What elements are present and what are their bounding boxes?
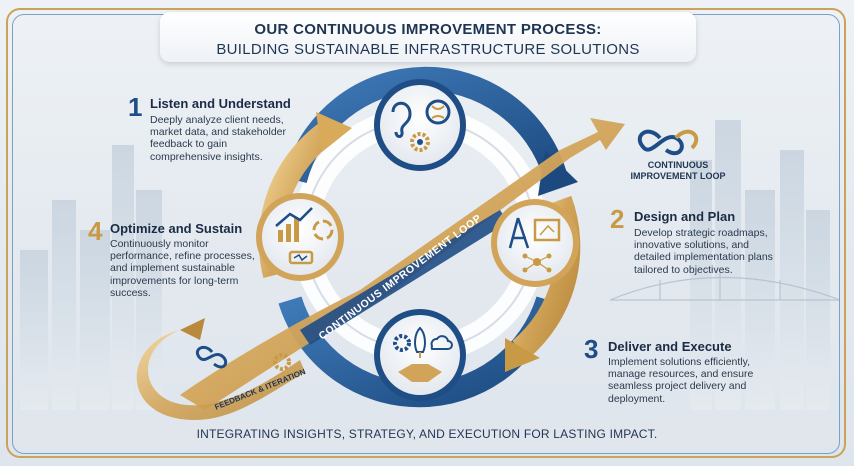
step-3: 3 Deliver and Execute Implement solution… bbox=[584, 334, 804, 406]
desc-line: detailed implementation plans bbox=[634, 251, 773, 264]
continuous-loop-logo-icon bbox=[637, 129, 699, 156]
recycle-icon bbox=[312, 219, 334, 241]
infinity-icon bbox=[195, 345, 228, 369]
desc-line: improvements for long-term bbox=[110, 274, 239, 287]
step-1: 1 Listen and Understand Deeply analyze c… bbox=[128, 92, 308, 164]
header-banner: OUR CONTINUOUS IMPROVEMENT PROCESS: BUIL… bbox=[160, 12, 696, 62]
desc-line: Continuously monitor bbox=[110, 238, 209, 250]
desc-line: comprehensive insights. bbox=[150, 150, 263, 163]
desc-line: and implement sustainable bbox=[110, 262, 235, 275]
logo-label-line: IMPROVEMENT LOOP bbox=[630, 171, 726, 181]
step-description: Deeply analyze client needs, market data… bbox=[150, 114, 286, 163]
logo-label: CONTINUOUS IMPROVEMENT LOOP bbox=[618, 160, 738, 182]
step-description: Continuously monitor performance, refine… bbox=[110, 238, 255, 299]
compass-icon bbox=[508, 217, 530, 249]
step-description: Implement solutions efficiently, manage … bbox=[608, 356, 753, 405]
desc-line: Develop strategic roadmaps, bbox=[634, 227, 768, 239]
brain-icon bbox=[425, 99, 451, 125]
step-title: Deliver and Execute bbox=[608, 339, 732, 354]
gear-icon bbox=[393, 334, 411, 352]
desc-line: manage resources, and ensure bbox=[608, 368, 754, 381]
cloud-icon bbox=[430, 335, 453, 350]
outer-frame bbox=[6, 8, 846, 458]
desc-line: seamless project delivery and bbox=[608, 380, 747, 393]
desc-line: feedback to gain bbox=[150, 138, 228, 151]
step-4: 4 Optimize and Sustain Continuously moni… bbox=[88, 216, 268, 299]
growth-chart-icon bbox=[275, 207, 313, 242]
step-number: 1 bbox=[128, 92, 143, 122]
battery-icon bbox=[288, 250, 314, 265]
step-number: 3 bbox=[584, 334, 599, 364]
step-number: 2 bbox=[610, 204, 625, 234]
step-2: 2 Design and Plan Develop strategic road… bbox=[610, 204, 810, 276]
blueprint-icon bbox=[533, 218, 561, 242]
gear-icon bbox=[410, 132, 430, 152]
desc-line: Implement solutions efficiently, bbox=[608, 356, 751, 368]
step-number: 4 bbox=[88, 216, 103, 246]
desc-line: market data, and stakeholder bbox=[150, 126, 286, 139]
step-title: Listen and Understand bbox=[150, 96, 291, 111]
step-title: Optimize and Sustain bbox=[110, 221, 243, 236]
desc-line: deployment. bbox=[608, 392, 666, 405]
desc-line: success. bbox=[110, 286, 151, 299]
logo-label-line: CONTINUOUS bbox=[647, 160, 709, 170]
gear-icon bbox=[273, 353, 291, 371]
desc-line: innovative solutions, and bbox=[634, 239, 749, 252]
ear-icon bbox=[391, 101, 412, 138]
rocket-icon bbox=[414, 326, 426, 358]
page-subtitle: BUILDING SUSTAINABLE INFRASTRUCTURE SOLU… bbox=[216, 41, 640, 58]
desc-line: Deeply analyze client needs, bbox=[150, 114, 284, 126]
step-description: Develop strategic roadmaps, innovative s… bbox=[634, 227, 773, 276]
network-icon bbox=[522, 253, 552, 273]
page-title: OUR CONTINUOUS IMPROVEMENT PROCESS: bbox=[254, 21, 602, 38]
step-title: Design and Plan bbox=[634, 209, 736, 224]
handshake-icon bbox=[398, 364, 442, 382]
footer-tagline: INTEGRATING INSIGHTS, STRATEGY, AND EXEC… bbox=[196, 427, 658, 441]
desc-line: tailored to objectives. bbox=[634, 263, 733, 276]
desc-line: performance, refine processes, bbox=[110, 250, 255, 263]
